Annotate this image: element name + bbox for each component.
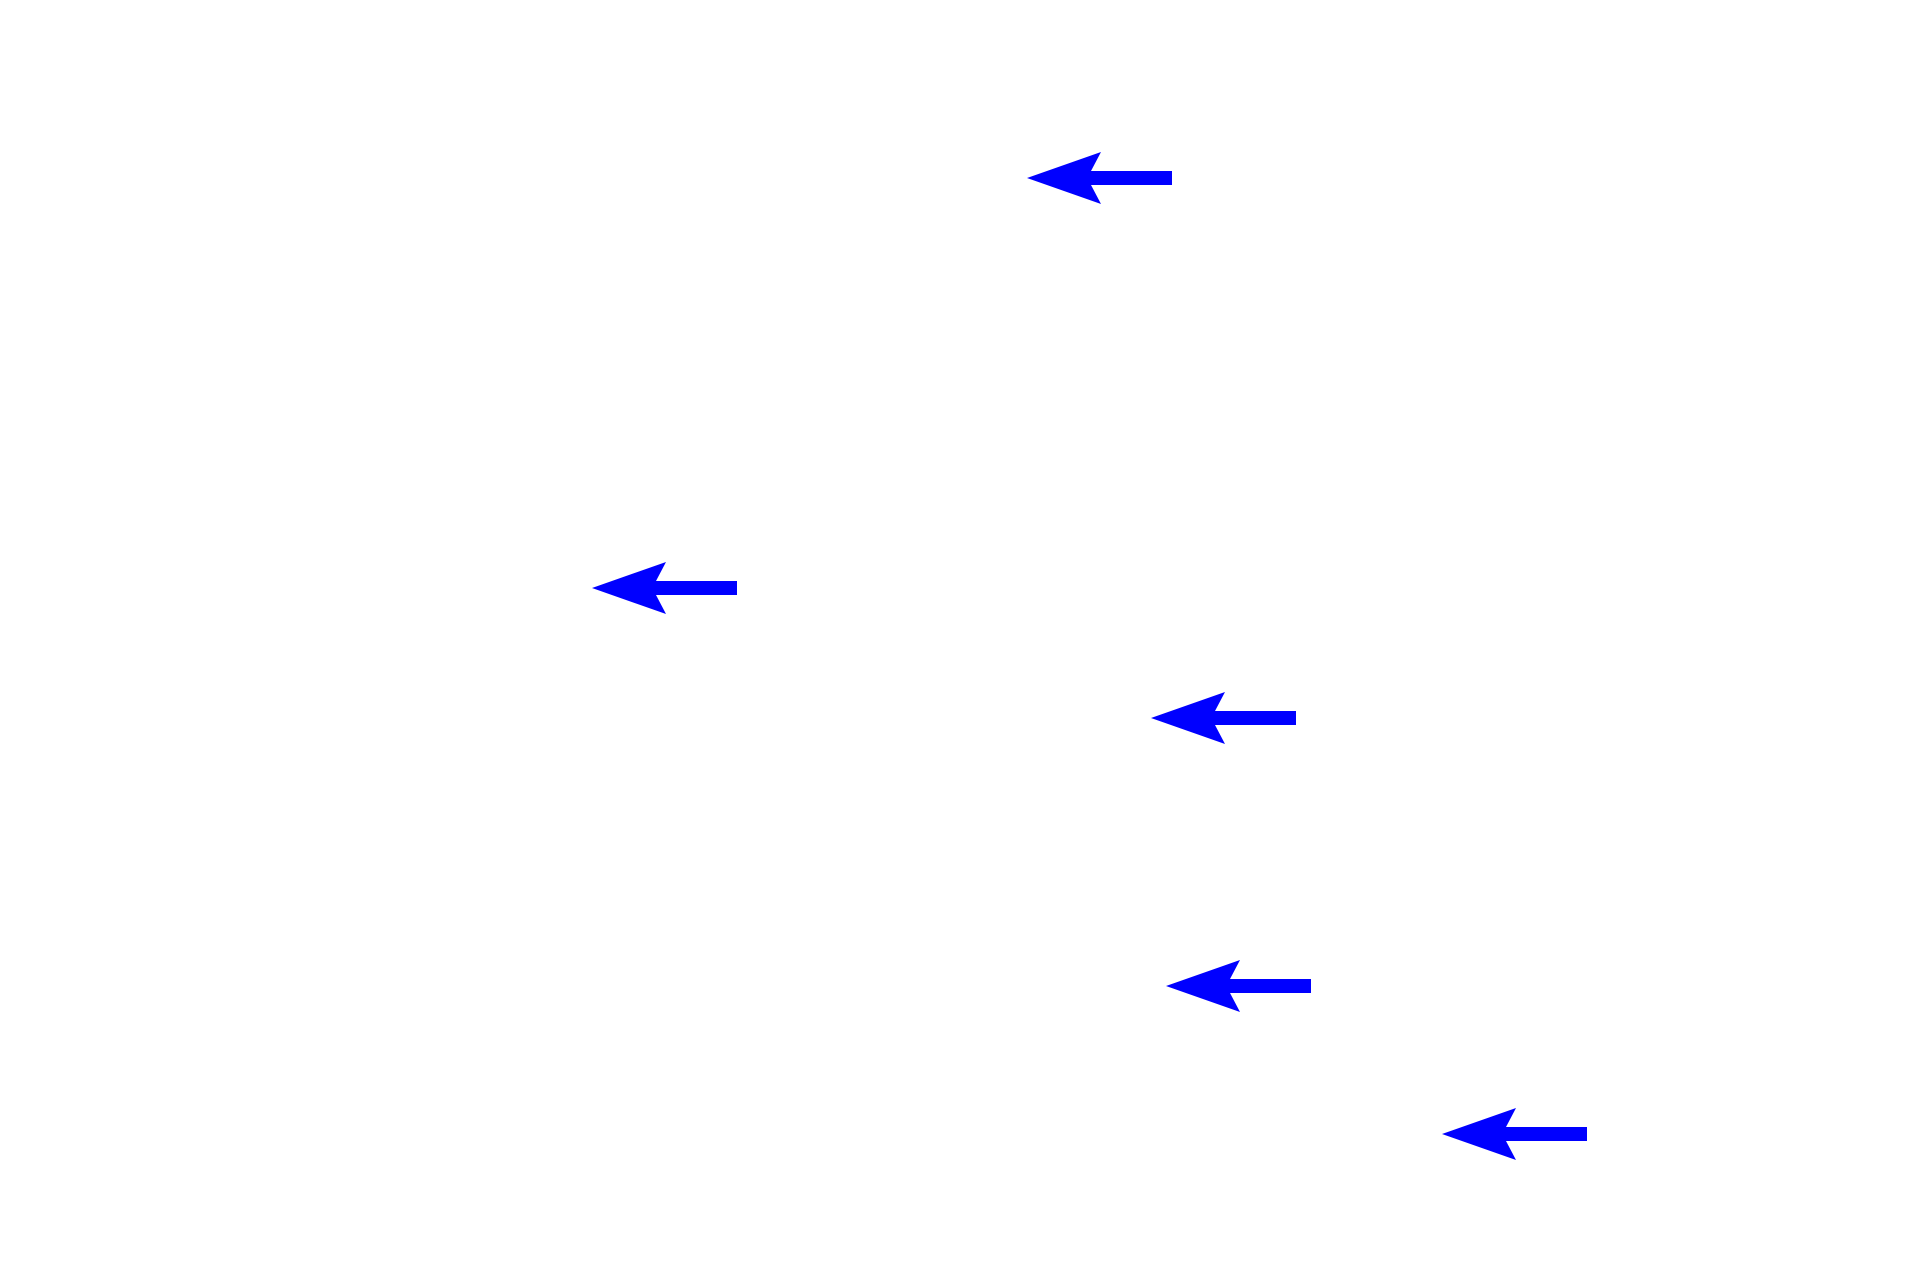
left-arrow-icon (1151, 692, 1296, 744)
left-arrow-icon (592, 562, 737, 614)
left-arrow-icon (1166, 960, 1311, 1012)
left-arrow-icon (1442, 1108, 1587, 1160)
left-arrow-icon (1027, 152, 1172, 204)
